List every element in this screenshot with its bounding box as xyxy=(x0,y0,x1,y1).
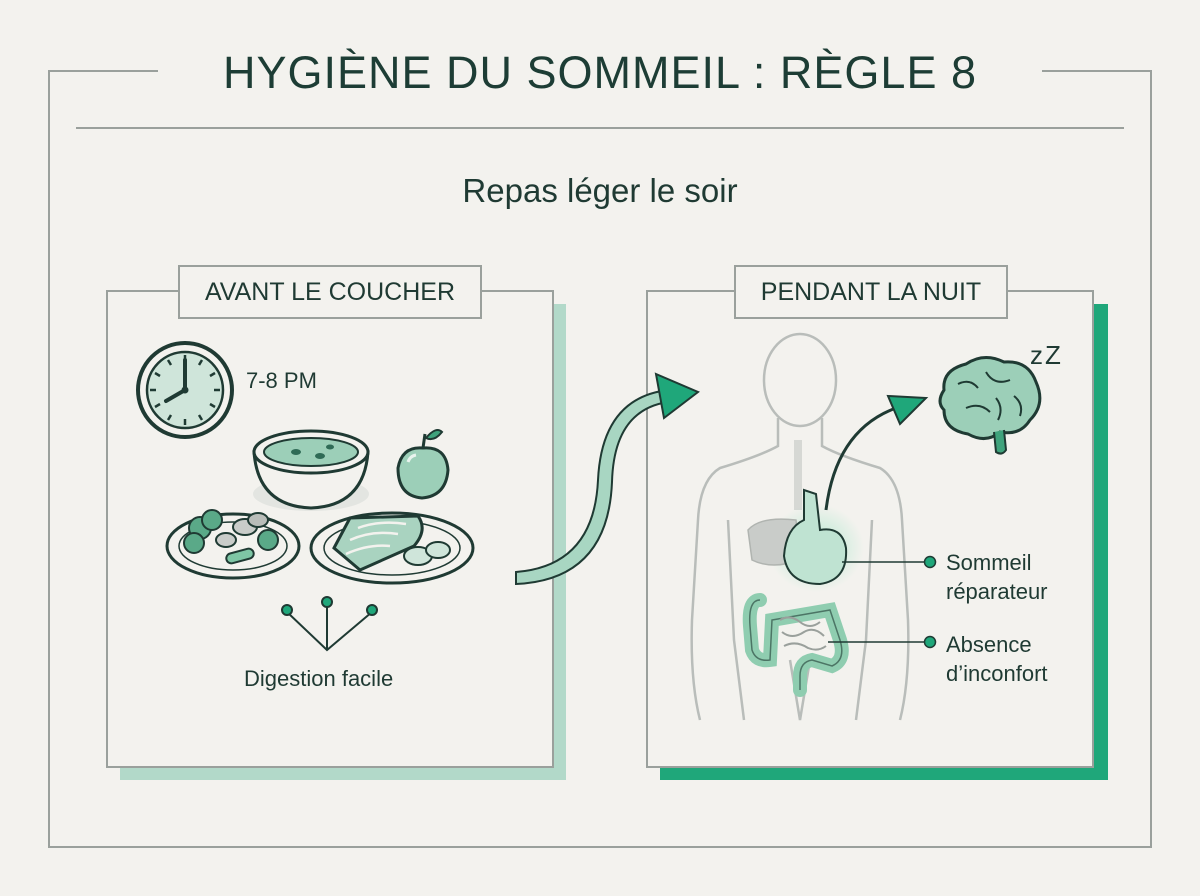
soup-bowl-icon xyxy=(252,429,370,511)
meal-time: 7-8 PM xyxy=(246,368,317,393)
page-title: HYGIÈNE DU SOMMEIL : RÈGLE 8 xyxy=(223,47,977,98)
benefit-line-2: d’inconfort xyxy=(946,661,1048,686)
stomach-to-brain-arrow-icon xyxy=(824,394,929,511)
benefit-bullet xyxy=(923,555,937,569)
benefit-line-1: Sommeil xyxy=(946,550,1032,575)
clock-icon xyxy=(136,341,234,439)
body-silhouette-icon xyxy=(690,332,910,721)
flow-arrow-icon xyxy=(515,372,700,586)
before-panel-label: AVANT LE COUCHER xyxy=(178,265,482,319)
after-panel-label: PENDANT LA NUIT xyxy=(734,265,1008,319)
benefit-line-1: Absence xyxy=(946,632,1032,657)
brain-icon xyxy=(938,356,1042,455)
benefit-line-2: réparateur xyxy=(946,579,1048,604)
stomach-icon xyxy=(782,488,848,586)
benefit-bullet xyxy=(923,635,937,649)
vegetable-plate-icon xyxy=(165,509,301,580)
benefit-restorative-sleep: Sommeil réparateur xyxy=(946,548,1048,606)
benefit-leaders xyxy=(828,555,937,649)
intestine-icon xyxy=(742,593,849,697)
salmon-plate-icon xyxy=(309,511,475,585)
digestion-connector-icon xyxy=(281,596,378,652)
apple-icon xyxy=(396,429,450,500)
title-divider xyxy=(76,127,1124,129)
benefit-no-discomfort: Absence d’inconfort xyxy=(946,630,1048,688)
page-subtitle: Repas léger le soir xyxy=(462,172,738,209)
title-wrap: HYGIÈNE DU SOMMEIL : RÈGLE 8 xyxy=(158,38,1042,108)
sleep-zz-icon: zZ xyxy=(1030,340,1063,370)
digestion-caption: Digestion facile xyxy=(244,666,394,691)
